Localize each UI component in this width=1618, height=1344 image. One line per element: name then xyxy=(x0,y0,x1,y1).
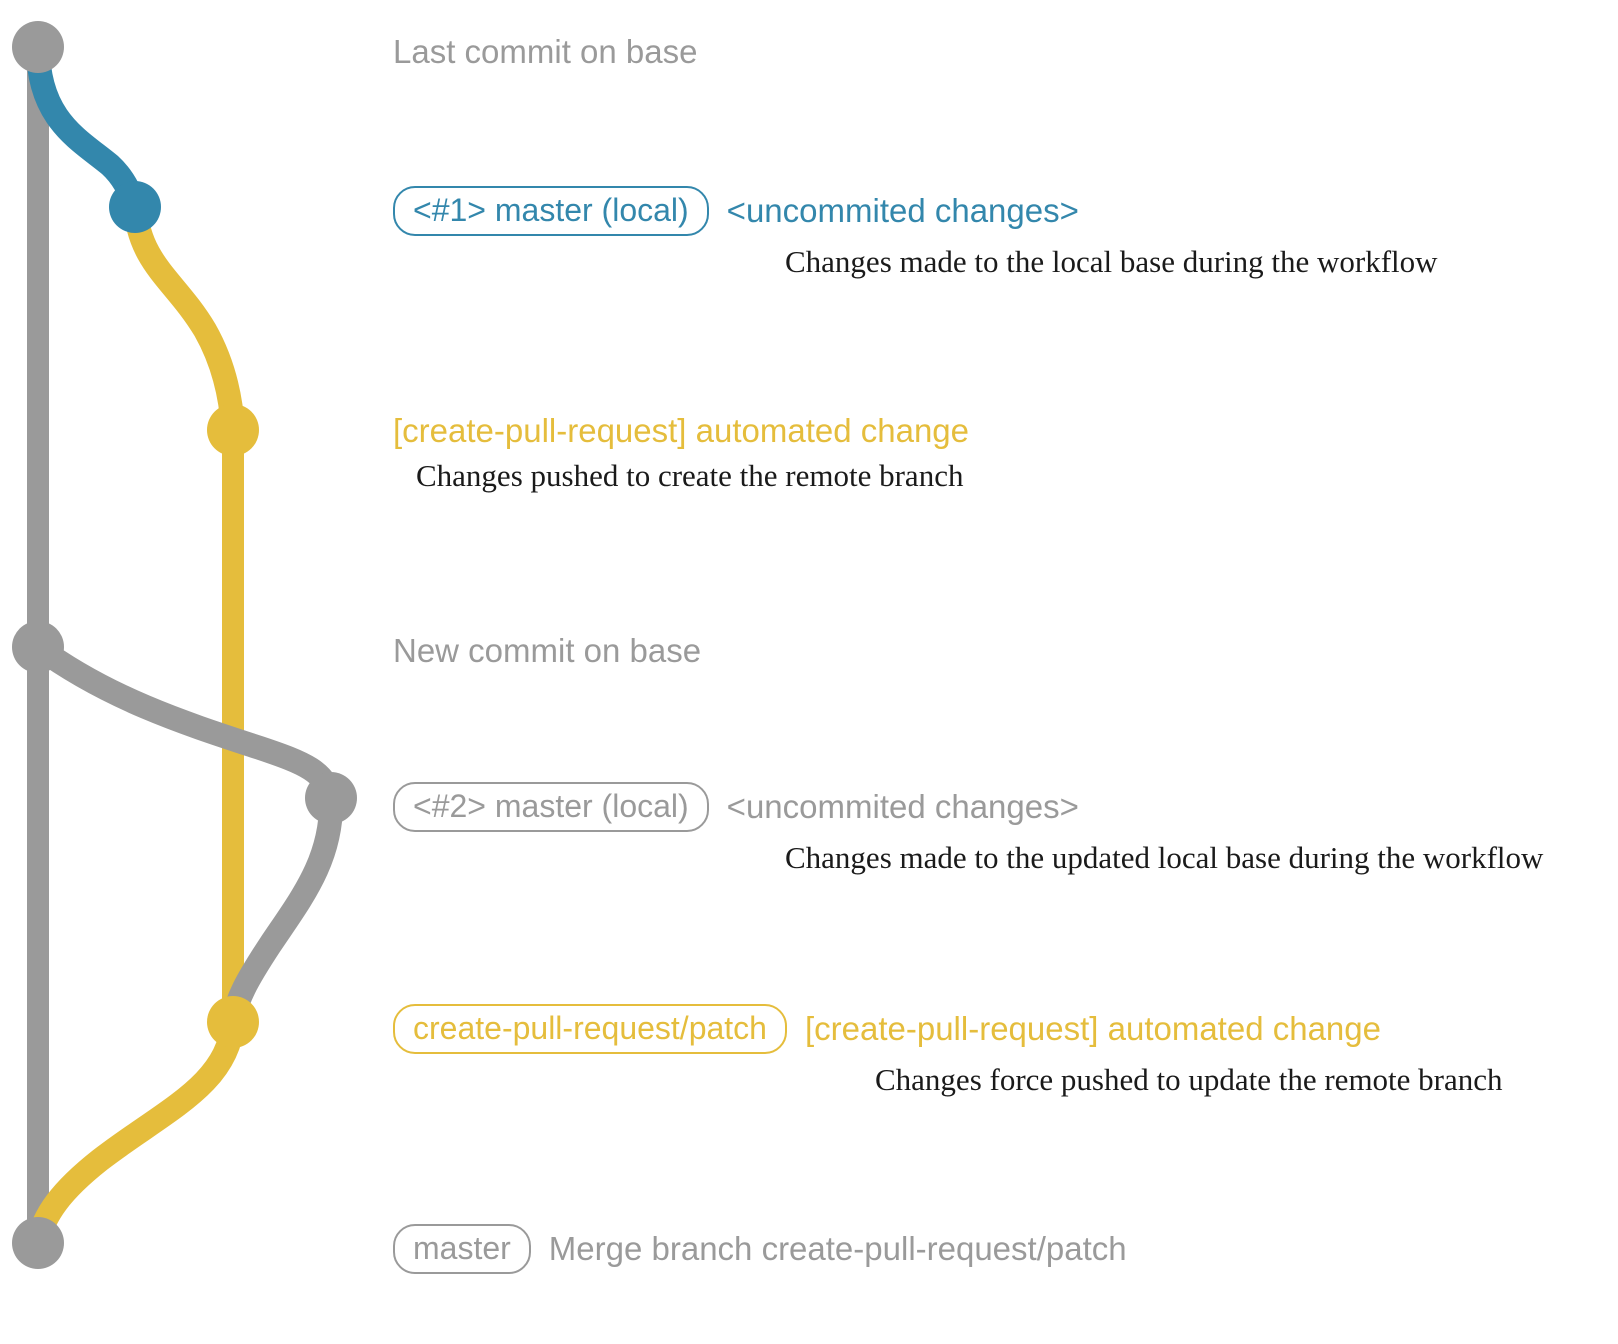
commit-description: Changes made to the updated local base d… xyxy=(785,840,1544,875)
commit-message: Last commit on base xyxy=(393,33,698,70)
commit-message: [create-pull-request] automated change xyxy=(804,1010,1381,1047)
commit-message: New commit on base xyxy=(393,632,702,669)
commit-message: [create-pull-request] automated change xyxy=(393,412,970,449)
branch-badge-master-local-2[interactable]: <#2> master (local) xyxy=(393,782,709,832)
commit-row-new-commit-on-base: New commit on base xyxy=(393,632,701,670)
commit-row-main: master Merge branch create-pull-request/… xyxy=(393,1224,1127,1274)
commit-description: Changes force pushed to update the remot… xyxy=(875,1062,1503,1097)
branch-badge-master-local-1[interactable]: <#1> master (local) xyxy=(393,186,709,236)
commit-row-master-local-1: <#1> master (local) <uncommited changes>… xyxy=(393,186,1438,280)
commit-row-main: [create-pull-request] automated change xyxy=(393,412,969,450)
branch-badge-create-pull-request-patch[interactable]: create-pull-request/patch xyxy=(393,1004,787,1054)
commit-message: Merge branch create-pull-request/patch xyxy=(548,1230,1127,1267)
edge-patch-2-to-master-merge xyxy=(26,1010,245,1255)
commit-row-main: Last commit on base xyxy=(393,33,697,71)
commit-message: <uncommited changes> xyxy=(726,788,1079,825)
commit-row-main: <#2> master (local) <uncommited changes> xyxy=(393,782,1543,832)
commit-row-automated-change-1: [create-pull-request] automated change C… xyxy=(393,412,969,494)
commit-row-master-local-2: <#2> master (local) <uncommited changes>… xyxy=(393,782,1543,876)
commit-message: <uncommited changes> xyxy=(726,192,1079,229)
node-base-new[interactable] xyxy=(12,621,64,673)
commit-row-last-commit-on-base: Last commit on base xyxy=(393,33,697,71)
node-patch-2[interactable] xyxy=(207,996,259,1048)
commit-description: Changes made to the local base during th… xyxy=(785,244,1438,279)
node-base-top[interactable] xyxy=(12,21,64,73)
commit-row-master-merge: master Merge branch create-pull-request/… xyxy=(393,1224,1127,1274)
edge-local-1-to-patch-1 xyxy=(123,195,245,442)
node-patch-1[interactable] xyxy=(207,404,259,456)
commit-description: Changes pushed to create the remote bran… xyxy=(416,458,964,493)
commit-row-main: New commit on base xyxy=(393,632,701,670)
node-master-merge[interactable] xyxy=(12,1217,64,1269)
commit-row-create-pull-request-patch: create-pull-request/patch [create-pull-r… xyxy=(393,1004,1503,1098)
commit-row-main: create-pull-request/patch [create-pull-r… xyxy=(393,1004,1503,1054)
edge-base-new-to-local-2 xyxy=(26,635,343,810)
branch-badge-master[interactable]: master xyxy=(393,1224,531,1274)
node-local-2[interactable] xyxy=(305,772,357,824)
commit-row-main: <#1> master (local) <uncommited changes> xyxy=(393,186,1438,236)
node-local-1[interactable] xyxy=(109,181,161,233)
